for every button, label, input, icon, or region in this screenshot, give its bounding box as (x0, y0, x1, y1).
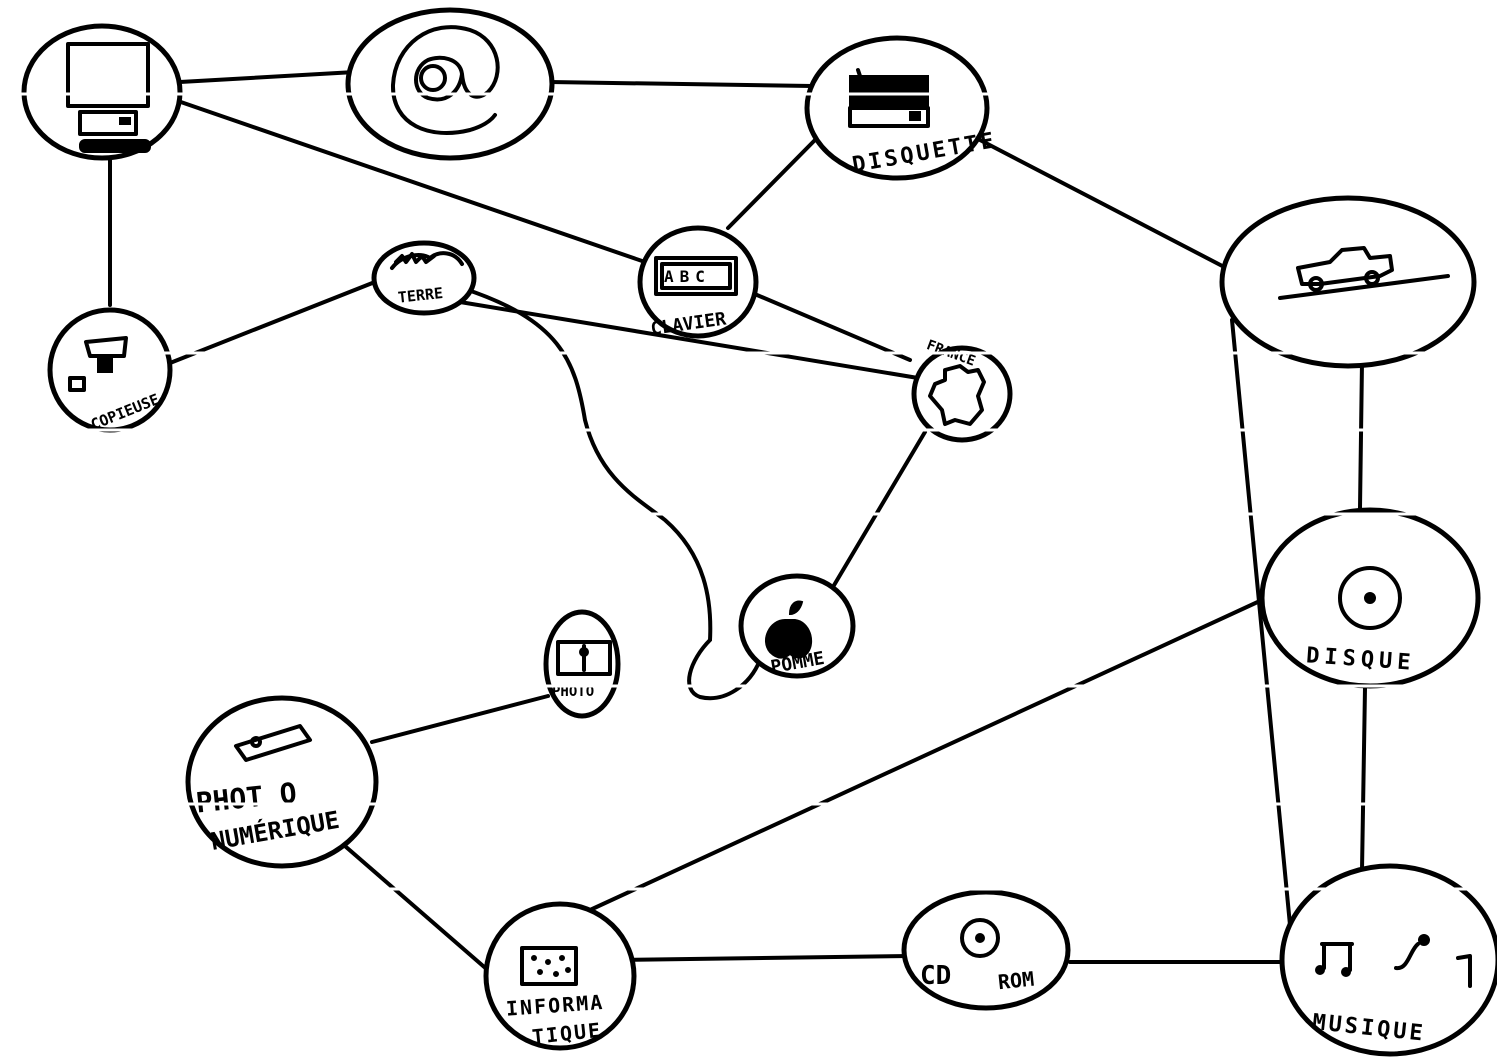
edges (108, 70, 1367, 974)
node-clavier: ABC CLAVIER (637, 225, 759, 340)
edge-terre-france (458, 300, 920, 380)
cd-icon (960, 918, 1000, 958)
edge-voiture-disque (1358, 360, 1364, 510)
edge-terre-pomme (460, 286, 762, 701)
edge-disque-musique (1360, 686, 1367, 872)
edge-voiture-musique (1230, 318, 1292, 927)
scan-artifacts (0, 92, 1497, 891)
edge-computer-internet (178, 70, 357, 84)
disc-icon (1338, 566, 1402, 630)
edge-disquette-voiture (978, 138, 1232, 272)
node-internet (345, 7, 555, 161)
edge-computer-clavier (173, 98, 647, 264)
label-cd: CD (920, 961, 951, 991)
music-notes-icon (1315, 934, 1472, 988)
screen-icon (520, 946, 578, 986)
node-disque: DISQUE (1259, 507, 1481, 689)
apple-icon (765, 600, 813, 659)
edge-internet-disquette (548, 80, 814, 88)
computer-icon (66, 42, 151, 153)
car-icon (1278, 246, 1450, 300)
edge-photonum-informatique (336, 838, 492, 974)
node-cd-rom: CD ROM (901, 889, 1071, 1011)
keyboard-keys: ABC (664, 267, 711, 286)
node-photo: PHOTO (543, 609, 621, 719)
at-icon (390, 25, 500, 135)
node-photo-numerique: PHOT O NUMÉRIQUE (185, 695, 379, 869)
node-informatique: INFORMA TIQUE (483, 901, 637, 1051)
edge-clavier-france (748, 290, 912, 362)
floppy-disk-icon (848, 68, 930, 128)
label-photo: PHOTO (552, 684, 594, 700)
photocopier-icon (68, 336, 128, 392)
edge-photo-photonum (370, 694, 550, 744)
label-rom: ROM (997, 967, 1035, 995)
photo-frame-icon (556, 640, 612, 676)
node-musique: MUSIQUE (1279, 863, 1497, 1057)
node-copieuse: COPIEUSE (47, 307, 173, 434)
france-map-icon (928, 364, 986, 426)
node-pomme: POMME (738, 573, 856, 679)
node-computer (21, 23, 183, 161)
edge-france-pomme (828, 430, 927, 594)
keyboard-icon (654, 256, 738, 296)
edge-disque-informatique (588, 598, 1264, 912)
edge-disquette-clavier (726, 138, 817, 230)
node-disquette: DISQUETTE (804, 35, 999, 181)
edge-copieuse-terre (163, 276, 387, 367)
camera-icon (234, 724, 312, 762)
label-terre: TERRE (397, 284, 444, 307)
edge-informatique-cdrom (613, 954, 912, 962)
node-terre: TERRE (371, 240, 477, 316)
node-voiture (1219, 195, 1477, 369)
earth-icon (390, 251, 464, 270)
